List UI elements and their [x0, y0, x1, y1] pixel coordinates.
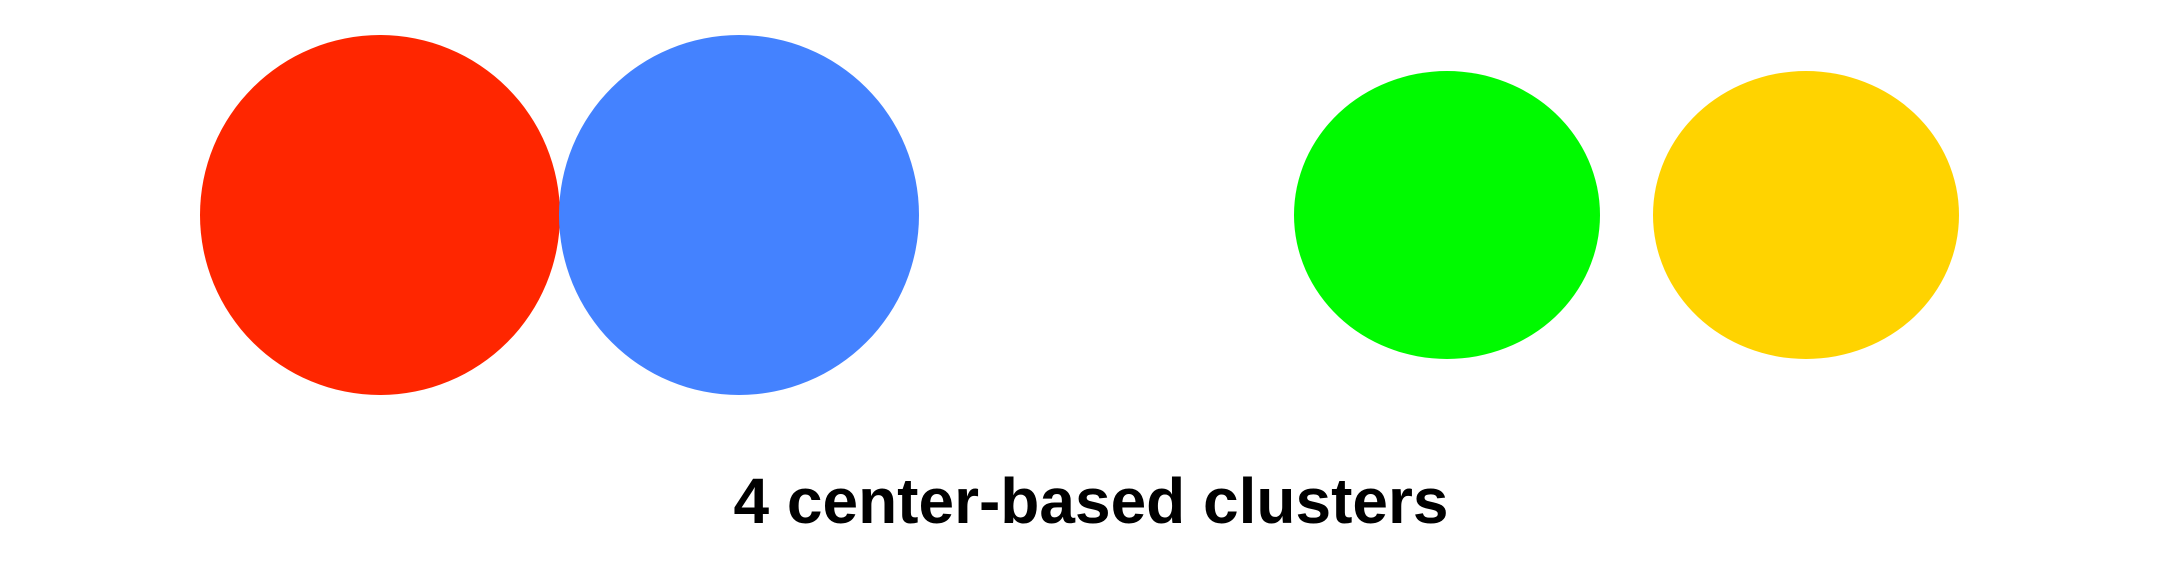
cluster-blue [559, 35, 919, 395]
cluster-red [200, 35, 560, 395]
cluster-green [1294, 71, 1600, 359]
diagram-caption: 4 center-based clusters [734, 465, 1449, 537]
cluster-yellow [1653, 71, 1959, 359]
